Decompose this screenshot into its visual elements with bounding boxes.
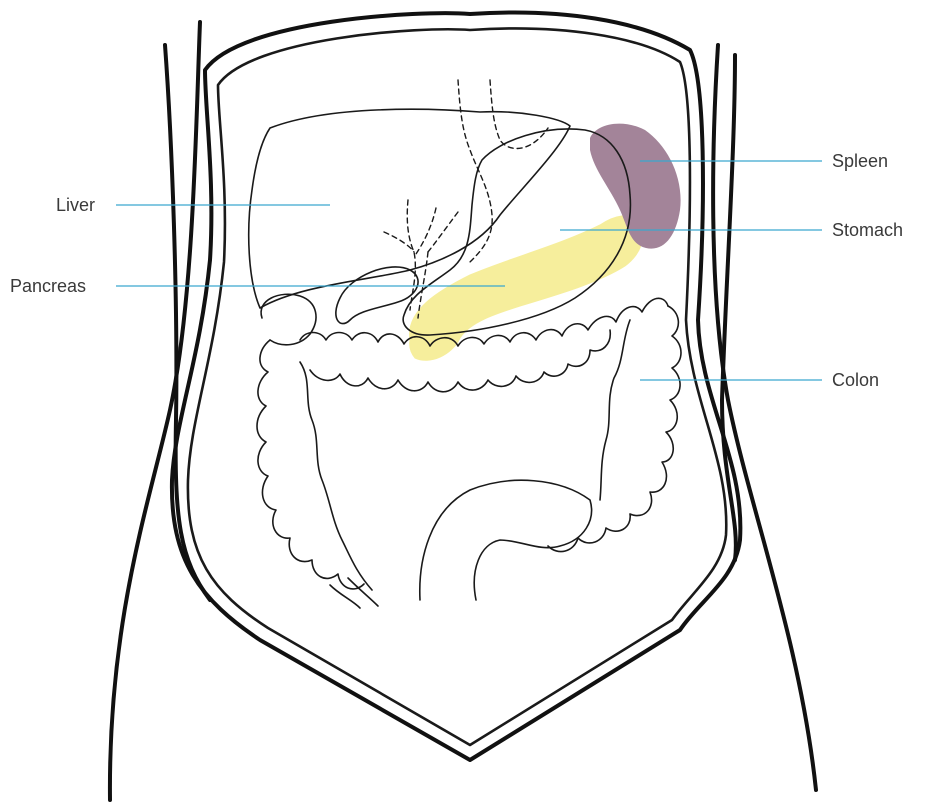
ascending-colon-inner: [300, 362, 372, 590]
spleen-label: Spleen: [832, 151, 888, 171]
stomach-label: Stomach: [832, 220, 903, 240]
body-outline-right: [713, 45, 816, 790]
esophagus-left: [458, 80, 492, 262]
colon-label: Colon: [832, 370, 879, 390]
bile-duct-left: [407, 200, 415, 310]
body-inner-right: [722, 55, 736, 560]
sigmoid-colon: [420, 480, 592, 600]
body-outline-left: [110, 22, 200, 800]
transverse-colon-lower: [310, 330, 610, 392]
liver-label: Liver: [56, 195, 95, 215]
bile-duct-branch-1: [384, 232, 414, 252]
gallbladder: [336, 267, 418, 324]
pancreas-label: Pancreas: [10, 276, 86, 296]
descending-colon: [548, 306, 681, 552]
pancreas: [410, 216, 644, 360]
bile-duct-branch-2: [416, 208, 436, 254]
bile-duct-branch-3: [428, 212, 458, 252]
duodenum-loop: [261, 294, 316, 345]
